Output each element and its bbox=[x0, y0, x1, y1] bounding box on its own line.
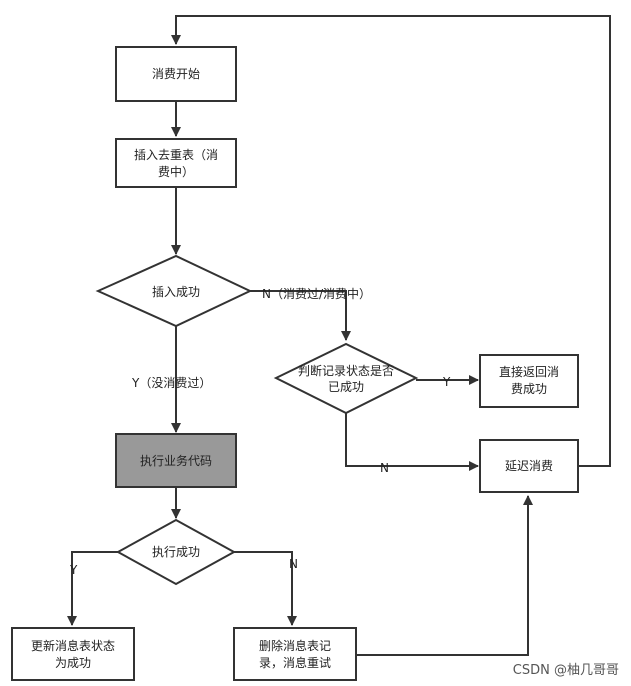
label-exec-success: 执行成功 bbox=[152, 545, 200, 559]
label-update-2: 为成功 bbox=[55, 656, 91, 670]
label-insert-dedup-2: 费中） bbox=[158, 164, 194, 179]
edge-label-no-consumed: N（消费过/消费中） bbox=[262, 286, 371, 301]
edge-delay-loop bbox=[171, 15, 611, 467]
label-delete-1: 删除消息表记 bbox=[259, 638, 331, 653]
label-check-state-1: 判断记录状态是否 bbox=[298, 363, 394, 378]
label-insert-dedup-1: 插入去重表（消 bbox=[134, 148, 218, 162]
edge-label-state-no: N bbox=[380, 461, 389, 475]
label-update-1: 更新消息表状态 bbox=[31, 638, 115, 653]
label-delete-2: 录，消息重试 bbox=[259, 655, 331, 670]
edge-exec-yes bbox=[67, 551, 118, 626]
node-update-table bbox=[11, 627, 135, 681]
node-insert-success bbox=[95, 254, 253, 328]
edge-label-exec-yes: Y bbox=[69, 563, 78, 577]
label-return-success-1: 直接返回消 bbox=[499, 364, 559, 379]
edge-decision-no bbox=[250, 290, 351, 341]
edge-delete-to-delay bbox=[356, 495, 533, 656]
edge-exec-no bbox=[234, 551, 297, 626]
edge-label-state-yes: Y bbox=[442, 375, 451, 389]
node-business-code bbox=[115, 433, 237, 488]
edge-labels: N（消费过/消费中） Y（没消费过） Y N Y N bbox=[69, 286, 451, 577]
edge-label-exec-no: N bbox=[289, 557, 298, 571]
label-delay-consume: 延迟消费 bbox=[505, 459, 553, 473]
watermark: CSDN @柚几哥哥 bbox=[512, 663, 619, 678]
node-labels: 消费开始 插入去重表（消 费中） 插入成功 判断记录状态是否 已成功 直接返回消… bbox=[31, 67, 559, 670]
label-insert-success: 插入成功 bbox=[152, 285, 200, 299]
label-return-success-2: 费成功 bbox=[511, 382, 547, 396]
label-check-state-2: 已成功 bbox=[328, 380, 364, 394]
edge-state-no bbox=[345, 413, 479, 471]
label-business-code: 执行业务代码 bbox=[140, 453, 212, 468]
node-start bbox=[115, 46, 237, 102]
node-exec-success bbox=[115, 518, 237, 586]
nodes bbox=[11, 46, 579, 681]
node-delete-record bbox=[233, 627, 357, 681]
edge-label-yes-not-consumed: Y（没消费过） bbox=[131, 375, 211, 390]
node-check-state bbox=[273, 342, 419, 415]
edges bbox=[67, 15, 611, 656]
node-insert-dedup bbox=[115, 138, 237, 188]
node-return-success bbox=[479, 354, 579, 408]
node-delay-consume bbox=[479, 439, 579, 493]
label-start: 消费开始 bbox=[152, 67, 200, 81]
